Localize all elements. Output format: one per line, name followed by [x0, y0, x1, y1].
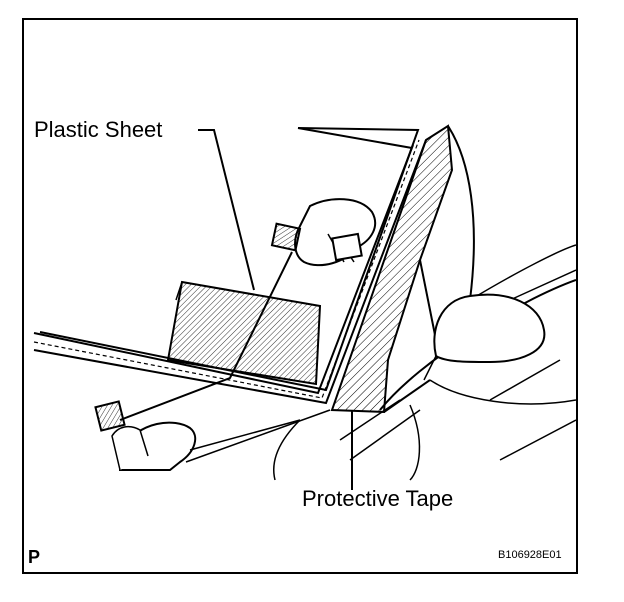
plastic-sheet-leader: [198, 129, 255, 291]
upper-tool: [270, 222, 302, 252]
molding-band-inner: [33, 139, 427, 405]
corner-letter-label: P: [28, 547, 41, 567]
figure-code-label: B106928E01: [498, 549, 562, 561]
protective-tape-label: Protective Tape: [302, 486, 454, 511]
side-mirror: [433, 293, 546, 364]
plastic-sheet-label: Plastic Sheet: [34, 117, 163, 142]
lower-tool: [94, 400, 126, 432]
molding-dashed-line: [33, 139, 420, 399]
plastic-sheet: [166, 280, 322, 386]
molding-band-outer: [33, 144, 414, 395]
pillar-protective-tape: [330, 124, 454, 414]
cutting-wire: [119, 251, 293, 421]
